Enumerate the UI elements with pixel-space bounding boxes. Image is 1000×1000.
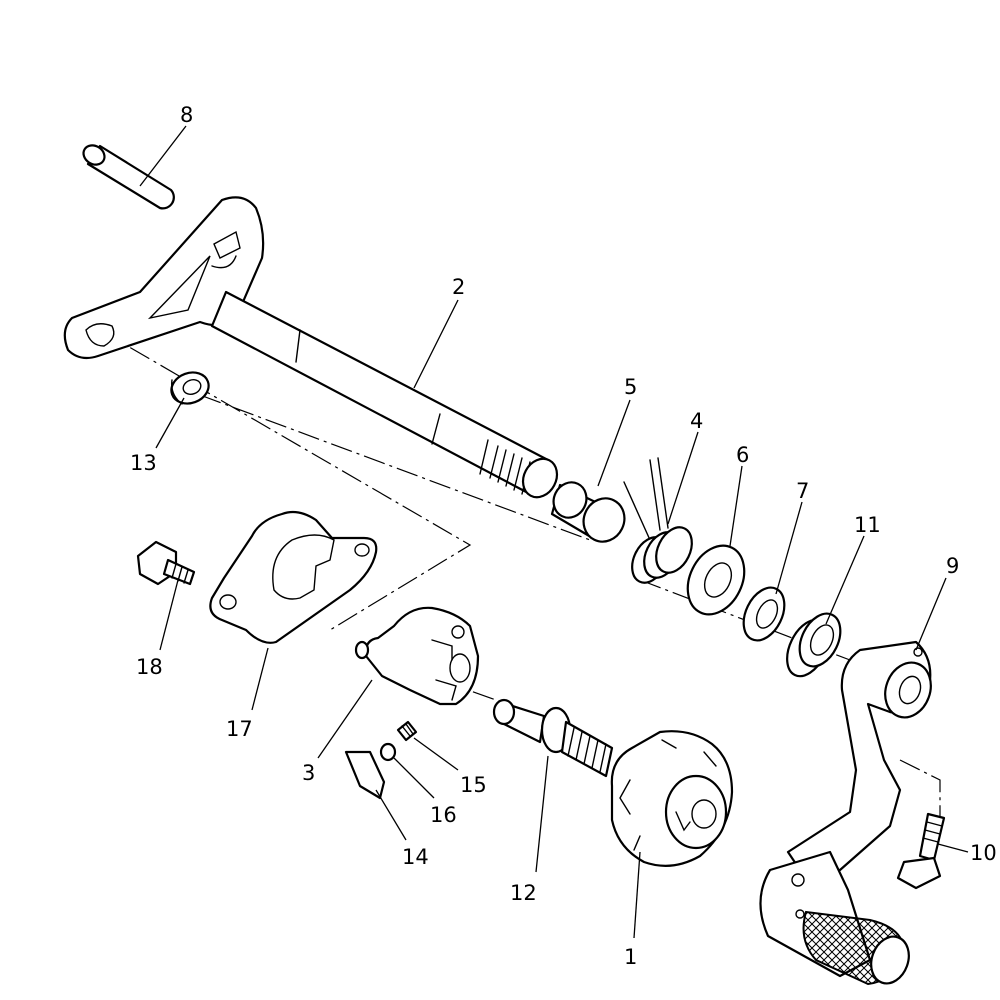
callout-labels: 1 2 3 4 5 6 7 8 9 10 11 12 13 14 15 16 1… <box>130 103 997 969</box>
part-4-spring <box>623 457 693 584</box>
callout-17: 17 <box>226 717 253 741</box>
part-7-washer <box>742 586 786 642</box>
callout-11: 11 <box>854 513 881 537</box>
callout-7: 7 <box>796 479 809 503</box>
part-6-washer <box>686 544 746 616</box>
leader-lines <box>139 125 969 939</box>
part-14-plate <box>344 750 386 800</box>
callout-10: 10 <box>970 841 997 865</box>
part-11-oil-seal <box>786 612 842 678</box>
callout-8: 8 <box>180 103 193 127</box>
callout-14: 14 <box>402 845 429 869</box>
part-8-pin <box>82 144 175 210</box>
part-16-ball <box>379 742 397 762</box>
part-1-guide <box>610 730 734 867</box>
callout-13: 13 <box>130 451 157 475</box>
callout-3: 3 <box>302 761 315 785</box>
part-9-shift-pedal <box>759 640 932 986</box>
part-10-bolt <box>896 812 946 890</box>
callout-1: 1 <box>624 945 637 969</box>
part-3-shift-cam <box>354 606 480 706</box>
part-18-bolt <box>136 540 196 586</box>
callout-18: 18 <box>136 655 163 679</box>
part-12-shaft-bolt <box>492 698 614 778</box>
callout-2: 2 <box>452 275 465 299</box>
callout-16: 16 <box>430 803 457 827</box>
part-13-collar <box>170 371 210 405</box>
callout-4: 4 <box>690 409 703 433</box>
part-15-spring <box>396 720 418 742</box>
callout-9: 9 <box>946 554 959 578</box>
part-17-stopper-lever <box>209 510 378 644</box>
callout-15: 15 <box>460 773 487 797</box>
part-2-shift-shaft <box>63 196 559 499</box>
callout-12: 12 <box>510 881 537 905</box>
part-5-bush <box>550 481 626 543</box>
callout-5: 5 <box>624 375 637 399</box>
callout-6: 6 <box>736 443 749 467</box>
